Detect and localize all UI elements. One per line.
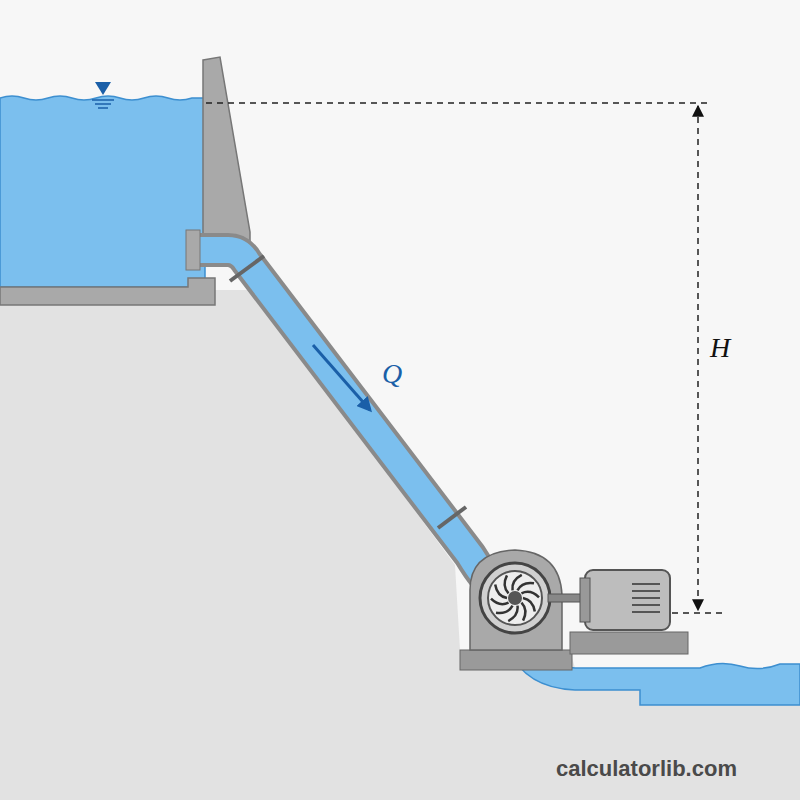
intake-mouth — [186, 230, 200, 270]
reservoir-water — [0, 96, 205, 287]
reservoir-floor — [0, 278, 215, 305]
flow-arrow — [313, 345, 370, 410]
penstock-pipe — [188, 250, 498, 590]
penstock-flow — [188, 250, 498, 590]
turbine-blade — [496, 606, 513, 613]
generator-body — [585, 570, 670, 630]
watermark: calculatorlib.com — [556, 758, 737, 780]
head-dimension — [206, 103, 722, 613]
head-label: H — [710, 334, 730, 362]
hillside-ground — [0, 290, 800, 800]
generator-endcap — [580, 578, 590, 622]
turbine-hub — [508, 591, 522, 605]
turbine-blade — [491, 599, 509, 605]
flow-label: Q — [382, 360, 402, 388]
turbine-casing — [480, 563, 550, 633]
dam-wall — [203, 57, 250, 255]
turbine-blade — [505, 575, 509, 593]
generator-base — [570, 632, 688, 654]
turbine-base — [460, 650, 572, 670]
turbine-runner — [488, 571, 542, 625]
turbine-blade — [517, 583, 534, 590]
turbine-blade — [521, 592, 539, 598]
turbine-blade — [521, 603, 525, 621]
generator-fins — [632, 584, 660, 612]
water-level-symbol — [92, 82, 114, 108]
turbine-blades — [491, 575, 539, 621]
pipe-flange — [230, 256, 466, 528]
